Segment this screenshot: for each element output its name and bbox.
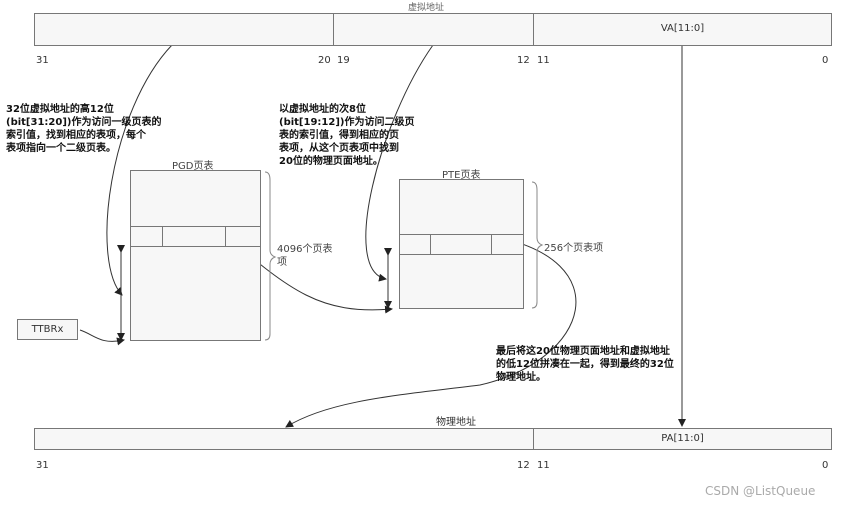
pte-entry-divider-b: [491, 234, 492, 255]
watermark: CSDN @ListQueue: [705, 484, 816, 498]
va-high-bits-arrow: [106, 44, 173, 296]
va-bit-11: 11: [537, 55, 550, 66]
pgd-brace: [264, 171, 277, 341]
pa-bit-11: 11: [537, 460, 550, 471]
va-bit-12: 12: [517, 55, 530, 66]
ttbr-to-pgd-arrow: [79, 329, 125, 346]
pte-entry-divider-a: [430, 234, 431, 255]
va-middle-bits-arrow: [365, 44, 434, 282]
pgd-title: PGD页表: [172, 161, 214, 172]
pa-bit-0: 0: [822, 460, 829, 471]
pa-offset-label: PA[11:0]: [661, 433, 704, 444]
pte-entry-to-pa-arrow: [285, 235, 577, 428]
pte-table: [399, 179, 524, 309]
pte-entry-count: 256个页表项: [544, 243, 604, 254]
va-bit-31: 31: [36, 55, 49, 66]
va-divider-20-19: [333, 13, 334, 46]
pte-entry-row: [399, 234, 524, 255]
pgd-entry-count: 4096个页表 项: [277, 244, 333, 268]
ttbr-register: [17, 319, 78, 340]
second-level-note: 以虚拟地址的次8位 (bit[19:12])作为访问二级页 表的索引值，得到相应…: [279, 104, 415, 167]
pa-bit-12: 12: [517, 460, 530, 471]
pa-title: 物理地址: [436, 417, 476, 428]
pgd-table: [130, 170, 261, 341]
pgd-entry-divider-a: [162, 226, 163, 247]
ttbr-label: TTBRx: [31, 324, 64, 335]
va-divider-12-11: [533, 13, 534, 46]
pte-title: PTE页表: [442, 170, 481, 181]
pa-divider-12-11: [533, 428, 534, 450]
va-register: [34, 13, 832, 46]
va-bit-19: 19: [337, 55, 350, 66]
first-level-note: 32位虚拟地址的高12位 (bit[31:20])作为访问一级页表的 索引值，找…: [6, 104, 162, 154]
final-note: 最后将这20位物理页面地址和虚拟地址 的低12位拼凑在一起，得到最终的32位 物…: [496, 346, 674, 383]
va-title: 虚拟地址: [408, 3, 445, 13]
va-bit-20: 20: [318, 55, 331, 66]
pa-bit-31: 31: [36, 460, 49, 471]
pgd-entry-row: [130, 226, 261, 247]
va-offset-label: VA[11:0]: [660, 23, 705, 34]
pa-register: [34, 428, 832, 450]
va-bit-0: 0: [822, 55, 829, 66]
pgd-entry-divider-b: [225, 226, 226, 247]
pte-brace: [531, 181, 544, 309]
